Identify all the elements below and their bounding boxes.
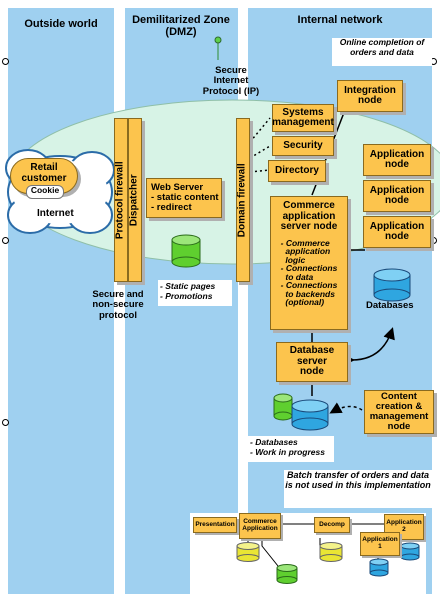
commerce-application-server-node[interactable]: Commerce application server node - Comme… xyxy=(270,196,348,330)
database-server-node[interactable]: Database server node xyxy=(276,342,348,382)
app-databases-label: Databases xyxy=(366,300,414,311)
web-server-node[interactable]: Web Server - static content - redirect xyxy=(146,178,222,218)
commerce-node-title: Commerce application server node xyxy=(280,200,338,232)
mini-application-1-node[interactable]: Application 1 xyxy=(360,532,400,556)
static-content-note: - Static pages - Promotions xyxy=(158,280,232,306)
mini-db-blue-1-icon xyxy=(369,558,389,577)
protocol-firewall-bar[interactable]: Protocol firewall xyxy=(114,118,128,282)
commerce-node-functions: - Commerce application logic - Connectio… xyxy=(280,237,338,307)
zone-title-dmz: Demilitarized Zone (DMZ) xyxy=(132,14,230,39)
mini-commerce-app-node[interactable]: Commerce Application xyxy=(239,513,281,539)
systems-management-node[interactable]: Systems management xyxy=(272,104,334,132)
zone-title-outside: Outside world xyxy=(24,18,98,30)
content-management-node[interactable]: Content creation & management node xyxy=(364,390,434,434)
mini-application-2-node[interactable]: Application 2 xyxy=(384,514,424,540)
zone-outside-bg xyxy=(8,8,114,594)
mini-db-yellow-1-icon xyxy=(236,542,260,562)
security-node[interactable]: Security xyxy=(272,136,334,156)
application-node-2[interactable]: Application node xyxy=(363,180,431,212)
integration-node[interactable]: Integration node xyxy=(337,80,403,112)
db-server-database-green-icon xyxy=(273,393,293,421)
secure-protocol-label: Secure and non-secure protocol xyxy=(92,289,144,321)
ip-pin-icon xyxy=(214,36,222,44)
mgmt-connectors xyxy=(249,117,271,173)
db-sync-arrow xyxy=(342,327,395,367)
mini-db-yellow-2-icon xyxy=(319,542,343,562)
app-database-icon xyxy=(373,268,411,302)
zone-title-internal: Internal network xyxy=(297,14,383,26)
selection-handle[interactable] xyxy=(430,237,437,244)
mini-decomp-node[interactable]: Decomp xyxy=(314,517,350,533)
internet-label: Internet xyxy=(37,208,74,219)
selection-handle[interactable] xyxy=(2,237,9,244)
dispatcher-label: Dispatcher xyxy=(128,174,140,226)
selection-handle[interactable] xyxy=(2,419,9,426)
application-node-1[interactable]: Application node xyxy=(363,144,431,176)
mini-db-green-icon xyxy=(276,564,298,584)
dmz-database-icon xyxy=(171,234,201,268)
application-node-3[interactable]: Application node xyxy=(363,216,431,248)
dispatcher-bar[interactable]: Dispatcher xyxy=(128,118,142,282)
domain-firewall-label: Domain firewall xyxy=(236,163,248,237)
protocol-firewall-label: Protocol firewall xyxy=(114,161,126,239)
retail-customer-node[interactable]: Retail customer xyxy=(10,158,78,194)
selection-handle[interactable] xyxy=(2,58,9,65)
online-completion-note: Online completion of orders and data xyxy=(332,37,432,66)
mini-db-blue-2-icon xyxy=(400,542,420,561)
mini-presentation-node[interactable]: Presentation xyxy=(193,517,237,533)
secure-ip-label: Secure Internet Protocol (IP) xyxy=(202,65,260,97)
directory-node[interactable]: Directory xyxy=(268,160,326,182)
db-server-database-blue-icon xyxy=(291,399,329,431)
domain-firewall-bar[interactable]: Domain firewall xyxy=(236,118,250,282)
batch-transfer-note: Batch transfer of orders and data is not… xyxy=(284,470,432,508)
content-db-arrow xyxy=(329,402,363,414)
cookie-badge: Cookie xyxy=(26,185,64,199)
databases-note: - Databases - Work in progress xyxy=(248,436,334,462)
